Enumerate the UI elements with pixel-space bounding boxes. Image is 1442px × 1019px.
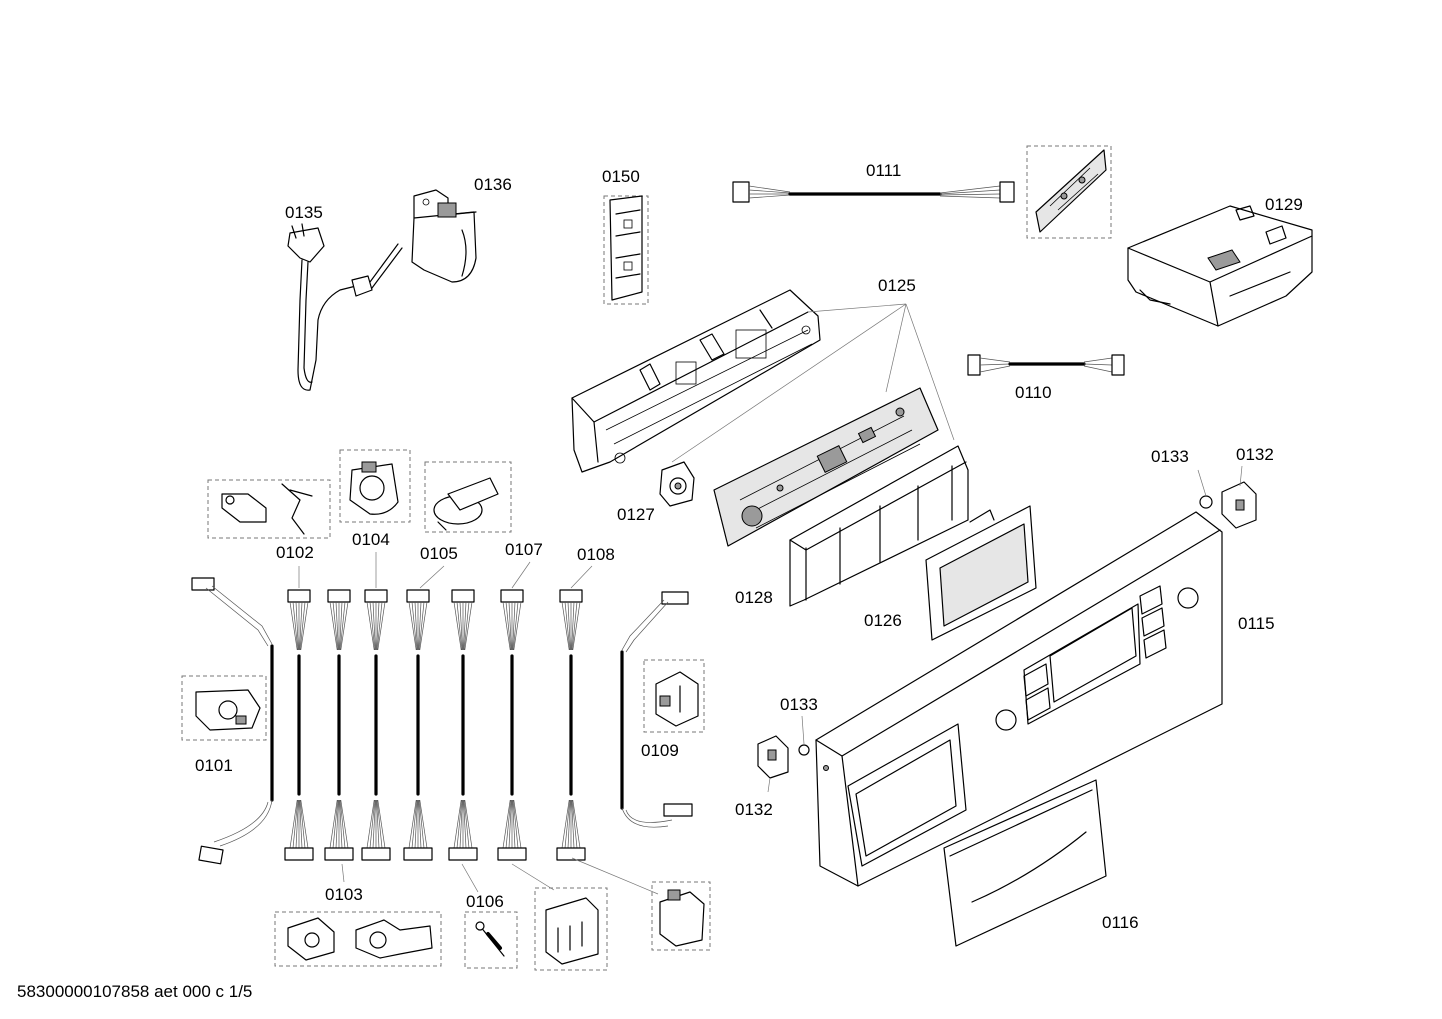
label-0128: 0128 [735, 588, 773, 607]
harness-2[interactable] [324, 589, 354, 861]
harness-7[interactable] [556, 589, 586, 861]
fascia-panel-0115[interactable] [815, 511, 1223, 887]
harness-4[interactable] [403, 589, 433, 861]
label-0111: 0111 [866, 161, 901, 180]
cap-0133-left[interactable] [767, 715, 810, 793]
cover-0129[interactable] [1127, 205, 1313, 327]
component-0102-box[interactable] [207, 479, 331, 539]
label-0126: 0126 [864, 611, 902, 630]
light-guide-0128[interactable] [789, 445, 969, 607]
harness-3[interactable] [361, 589, 391, 861]
label-0132-right: 0132 [1236, 445, 1274, 464]
harness-column[interactable] [284, 552, 593, 861]
harness-1[interactable] [284, 589, 314, 861]
cable-0110[interactable] [967, 354, 1125, 376]
document-code: 58300000107858 aet 000 c 1/5 [17, 982, 253, 1001]
clip-0132-right[interactable] [1221, 481, 1257, 529]
component-relay-box[interactable] [534, 887, 608, 971]
component-0105-box[interactable] [424, 461, 512, 533]
label-0115: 0115 [1238, 614, 1275, 633]
interference-suppressor-0136[interactable] [411, 189, 477, 283]
knob-module-0127[interactable] [659, 461, 695, 507]
mains-cable-0135[interactable] [287, 223, 403, 391]
label-0101: 0101 [195, 756, 233, 775]
clip-0132-left[interactable] [757, 735, 789, 779]
label-0127: 0127 [617, 505, 655, 524]
component-0104-box[interactable] [339, 449, 411, 523]
label-0104: 0104 [352, 530, 390, 549]
label-0135: 0135 [285, 203, 323, 222]
label-0105: 0105 [420, 544, 458, 563]
cap-0133-right[interactable] [1197, 465, 1243, 509]
bracket-0150[interactable] [603, 195, 649, 305]
label-0110: 0110 [1015, 383, 1052, 402]
side-harness-left[interactable] [191, 577, 274, 865]
side-harness-right[interactable] [620, 591, 693, 828]
harness-leaders [298, 552, 593, 589]
pcb-0125[interactable] [713, 387, 939, 547]
display-window-0126[interactable] [925, 505, 1037, 641]
label-0125: 0125 [878, 276, 916, 295]
cable-harness-0111[interactable] [732, 181, 1015, 203]
leader-lines-0125 [671, 303, 955, 463]
component-lock-box[interactable] [651, 881, 711, 951]
harness-6[interactable] [497, 589, 527, 861]
control-board-small[interactable] [1026, 145, 1112, 239]
label-0109: 0109 [641, 741, 679, 760]
bottom-leader-lines [341, 857, 659, 895]
harness-5[interactable] [448, 589, 478, 861]
control-module-frame[interactable] [571, 289, 821, 473]
component-0106-box[interactable] [464, 911, 518, 969]
label-0106: 0106 [466, 892, 504, 911]
component-0103-box[interactable] [274, 911, 442, 967]
label-0116: 0116 [1102, 913, 1139, 932]
label-0129: 0129 [1265, 195, 1303, 214]
label-0102: 0102 [276, 543, 314, 562]
label-0133-left: 0133 [780, 695, 818, 714]
label-0132-left: 0132 [735, 800, 773, 819]
label-0150: 0150 [602, 167, 640, 186]
detergent-drawer-handle-0116[interactable] [943, 779, 1107, 947]
label-0108: 0108 [577, 545, 615, 564]
component-0101-box[interactable] [181, 675, 267, 741]
part-labels: 0101 0102 0103 0104 0105 0106 0107 0108 … [195, 161, 1303, 932]
label-0136: 0136 [474, 175, 512, 194]
label-0107: 0107 [505, 540, 543, 559]
component-0109-box[interactable] [643, 659, 705, 733]
label-0133-right: 0133 [1151, 447, 1189, 466]
label-0103: 0103 [325, 885, 363, 904]
